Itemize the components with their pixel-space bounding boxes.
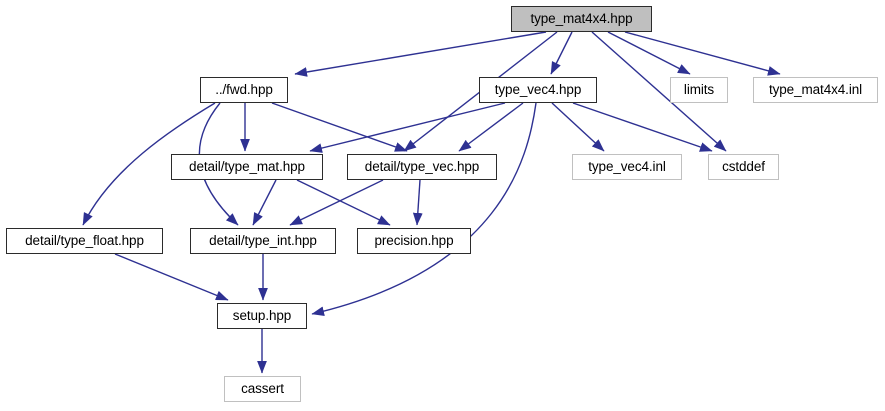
graph-edge-type_mat4x4_hpp-to-fwd_hpp — [294, 31, 547, 77]
graph-node-type_mat4x4_inl[interactable]: type_mat4x4.inl — [753, 77, 878, 103]
graph-node-type_vec4_inl[interactable]: type_vec4.inl — [572, 154, 682, 180]
graph-node-precision_hpp[interactable]: precision.hpp — [357, 228, 471, 254]
graph-node-setup_hpp[interactable]: setup.hpp — [217, 303, 307, 329]
graph-node-label: limits — [683, 82, 715, 98]
graph-edge-detail_type_mat-to-detail_type_int — [252, 179, 277, 226]
graph-edge-type_vec4_hpp-to-cstddef — [572, 102, 713, 152]
graph-node-label: detail/type_mat.hpp — [189, 159, 305, 175]
graph-node-cstddef[interactable]: cstddef — [708, 154, 779, 180]
graph-node-label: type_vec4.hpp — [494, 82, 582, 98]
graph-edge-detail_type_vec-to-detail_type_int — [289, 179, 384, 226]
graph-node-detail_type_float[interactable]: detail/type_float.hpp — [6, 228, 163, 254]
graph-node-fwd_hpp[interactable]: ../fwd.hpp — [200, 77, 288, 103]
graph-node-label: detail/type_float.hpp — [25, 233, 144, 249]
graph-node-label: type_mat4x4.hpp — [530, 11, 633, 27]
graph-edge-type_mat4x4_hpp-to-type_mat4x4_inl — [624, 31, 781, 76]
graph-node-label: cassert — [241, 381, 284, 397]
graph-node-detail_type_mat[interactable]: detail/type_mat.hpp — [171, 154, 323, 180]
graph-node-label: setup.hpp — [232, 308, 292, 324]
graph-node-label: precision.hpp — [374, 233, 454, 249]
graph-edge-type_vec4_hpp-to-detail_type_vec — [458, 102, 524, 152]
graph-node-type_vec4_hpp[interactable]: type_vec4.hpp — [479, 77, 597, 103]
graph-node-limits[interactable]: limits — [670, 77, 728, 103]
graph-node-cassert[interactable]: cassert — [224, 376, 301, 402]
graph-node-type_mat4x4_hpp: type_mat4x4.hpp — [511, 6, 652, 32]
graph-edge-fwd_hpp-to-detail_type_vec — [271, 102, 408, 152]
graph-node-label: detail/type_vec.hpp — [364, 159, 480, 175]
graph-node-label: type_mat4x4.inl — [768, 82, 863, 98]
graph-edge-type_vec4_hpp-to-setup_hpp — [311, 102, 537, 317]
graph-node-label: type_vec4.inl — [588, 159, 666, 175]
graph-edge-detail_type_mat-to-precision_hpp — [296, 179, 391, 226]
graph-edge-type_mat4x4_hpp-to-type_vec4_hpp — [550, 31, 573, 75]
graph-edge-type_mat4x4_hpp-to-limits — [607, 31, 691, 75]
graph-node-label: cstddef — [722, 159, 765, 175]
graph-node-label: ../fwd.hpp — [215, 82, 273, 98]
graph-node-detail_type_vec[interactable]: detail/type_vec.hpp — [347, 154, 497, 180]
graph-edge-detail_type_float-to-setup_hpp — [114, 253, 229, 301]
graph-edge-detail_type_vec-to-precision_hpp — [412, 179, 423, 226]
graph-edge-type_vec4_hpp-to-type_vec4_inl — [551, 102, 605, 152]
graph-node-detail_type_int[interactable]: detail/type_int.hpp — [190, 228, 336, 254]
graph-edge-type_vec4_hpp-to-detail_type_mat — [309, 102, 506, 153]
graph-node-label: detail/type_int.hpp — [209, 233, 317, 249]
